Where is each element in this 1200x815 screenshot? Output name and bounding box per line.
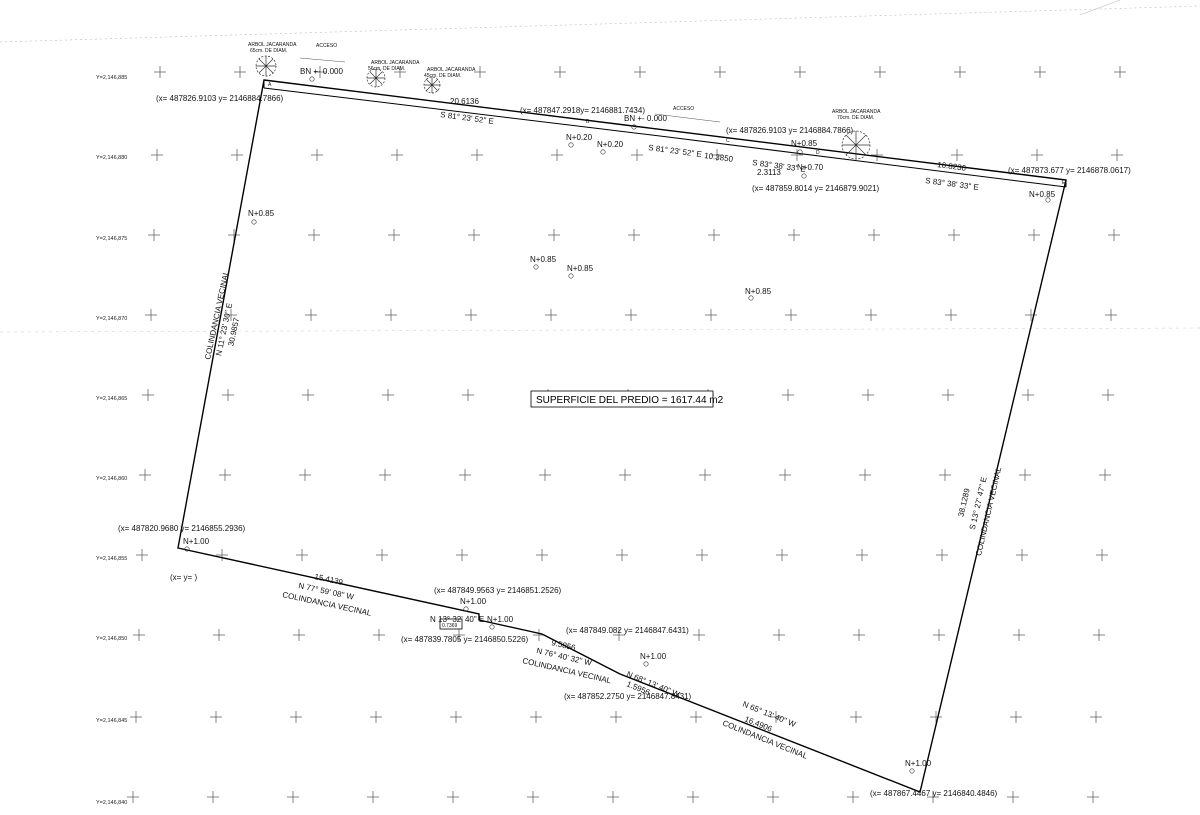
coord-se: (x= 487867.4467 y= 2146840.4846) [870, 789, 998, 798]
level-n085-ne2: N+0.85 [1029, 190, 1056, 199]
level-n085-w: N+0.85 [248, 209, 275, 218]
y-label: Y=2,146,880 [96, 155, 127, 161]
y-label: Y=2,146,845 [96, 718, 127, 724]
bearing-north-2: S 81° 23' 52" E [648, 143, 703, 159]
level-n100-s2: N+1.00 [487, 615, 514, 624]
coord-ne-inner: (x= 487826.9103 y= 2146884.7866) [726, 126, 854, 135]
level-n085-c3: N+0.85 [745, 287, 772, 296]
level-n020a: N+0.20 [566, 133, 593, 142]
level-bn1: BN +- 0.000 [300, 67, 343, 76]
coord-nw: (x= 487826.9103 y= 2146884.7866) [156, 94, 284, 103]
vertex-d: D [816, 150, 820, 156]
bearing-north-4-length: 16.8236 [937, 160, 967, 173]
level-markers [184, 76, 1051, 774]
coord-sw: (x= 487820.9680 y= 2146855.2936) [118, 524, 246, 533]
level-bn2: BN +- 0.000 [624, 114, 667, 123]
coord-s4: (x= 487852.2750 y= 2146847.8431) [564, 692, 692, 701]
scan-line [0, 327, 1200, 333]
y-axis-labels: Y=2,146,885 Y=2,146,880 Y=2,146,875 Y=2,… [96, 75, 127, 806]
level-n100-se: N+1.00 [905, 759, 932, 768]
property-boundary [177, 79, 1067, 793]
y-label: Y=2,146,860 [96, 476, 127, 482]
y-label: Y=2,146,840 [96, 800, 127, 806]
tree-icon [366, 68, 386, 88]
coord-s3: (x= 487849.082 y= 2146847.6431) [566, 626, 689, 635]
east-length: 38.1289 [956, 487, 971, 518]
level-n100-s1: N+1.00 [460, 597, 487, 606]
east-side-labels: 38.1289 S 13° 27' 47" E COLINDANCIA VECI… [956, 466, 1003, 557]
y-label: Y=2,146,865 [96, 396, 127, 402]
bearing-north-3-length: 2.3113 [757, 168, 781, 177]
bearing-north-4: S 83° 38' 33" E [925, 176, 980, 192]
coord-s2: (x= 487839.7805 y= 2146850.5226) [401, 635, 529, 644]
street-edge-line [1079, 0, 1121, 16]
south-b-length: 0.7369 [442, 623, 458, 629]
y-label: Y=2,146,855 [96, 556, 127, 562]
tree-2-name: ARBOL JACARANDA [371, 60, 420, 66]
tree-4-name: ARBOL JACARANDA [832, 109, 881, 115]
tree-4-size: 70cm. DE DIAM. [837, 115, 874, 121]
tree-3-name: ARBOL JACARANDA [427, 67, 476, 73]
y-label: Y=2,146,870 [96, 316, 127, 322]
access-label-2: ACCESO [673, 106, 694, 112]
level-n085-ne: N+0.85 [791, 139, 818, 148]
coord-ne-inner2: (x= 487859.8014 y= 2146879.9021) [752, 184, 880, 193]
tree-symbols [255, 55, 871, 160]
vertex-b: B [586, 119, 590, 125]
tree-icon [255, 55, 277, 77]
level-n085-c1: N+0.85 [530, 255, 557, 264]
level-n100-sw: N+1.00 [183, 537, 210, 546]
vertex-c: C [726, 138, 730, 144]
tree-1-size: 65cm. DE DIAM. [250, 48, 287, 54]
vertex-e: E [1062, 180, 1066, 186]
level-n100-s3: N+1.00 [640, 652, 667, 661]
level-n085-c2: N+0.85 [567, 264, 594, 273]
tree-2-size: 56cm. DE DIAM. [368, 66, 405, 72]
area-label-box [530, 390, 714, 408]
west-side-labels: COLINDANCIA VECINAL N 11° 23' 30" E 30.9… [203, 269, 241, 360]
bearing-north-1-length: 20.6136 [450, 97, 479, 106]
access-markings [299, 57, 721, 123]
y-label: Y=2,146,885 [96, 75, 127, 81]
notch-box [439, 618, 463, 630]
bearing-north-2-length: 10.3850 [704, 151, 734, 164]
vertex-a: A [268, 82, 272, 88]
area-label: SUPERFICIE DEL PREDIO = 1617.44 m2 [536, 395, 724, 406]
sidewalk-line [263, 87, 1067, 188]
level-n070: N+0.70 [797, 163, 824, 172]
access-label-1: ACCESO [316, 43, 337, 49]
y-label: Y=2,146,850 [96, 636, 127, 642]
tree-1-name: ARBOL JACARANDA [248, 42, 297, 48]
tree-3-size: 45cm. DE DIAM. [424, 73, 461, 79]
tree-icon [841, 130, 871, 160]
tree-icon [423, 76, 441, 94]
street-edge-line [0, 5, 1200, 43]
y-label: Y=2,146,875 [96, 236, 127, 242]
coord-s1: (x= 487849.9563 y= 2146851.2526) [434, 586, 562, 595]
coord-sw-blank: (x= y= ) [170, 573, 197, 582]
level-n020b: N+0.20 [597, 140, 624, 149]
south-b-bearing: N 13° 32' 40" E [430, 615, 484, 624]
coord-ne: (x= 487873.677 y= 2146878.0617) [1008, 166, 1131, 175]
coord-mid-north: (x= 487847.2918y= 2146881.7434) [520, 106, 645, 115]
